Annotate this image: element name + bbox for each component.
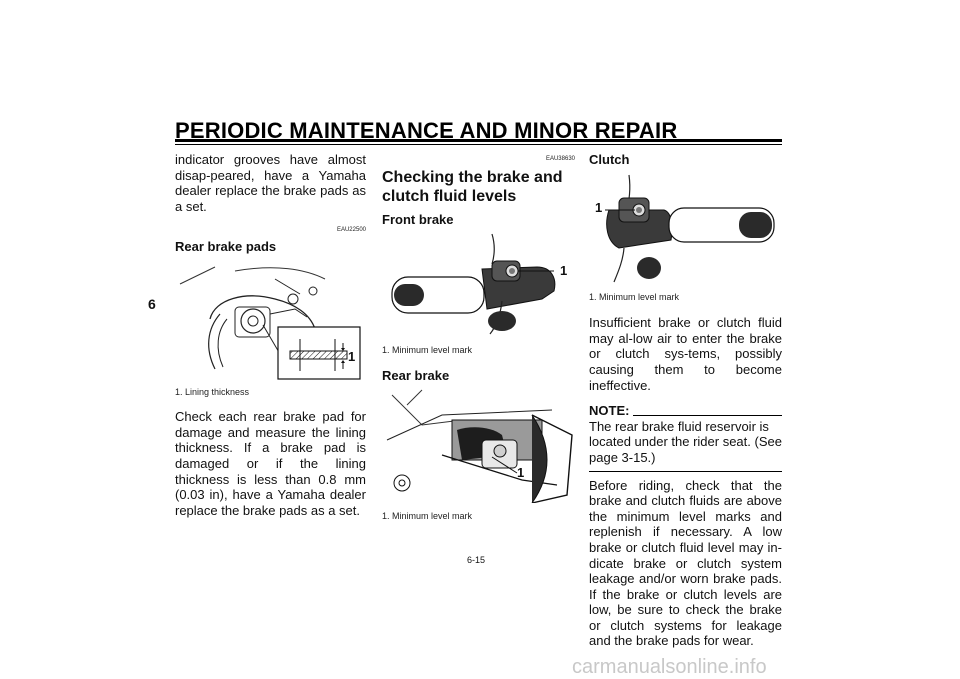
front-brake-heading: Front brake <box>382 211 454 227</box>
rear-brake-pads-figure: 1 <box>175 258 366 381</box>
column-left: indicator grooves have almost disap-pear… <box>175 152 366 518</box>
note-text: The rear brake fluid reservoir is locate… <box>589 418 782 465</box>
clutch-callout-1: 1 <box>595 199 603 215</box>
column-middle: EAU38630 Checking the brake and clutch f… <box>382 152 575 525</box>
front-brake-handlebar-illustration <box>391 234 556 335</box>
clutch-caption: 1. Minimum level mark <box>589 291 680 302</box>
page-header-title: PERIODIC MAINTENANCE AND MINOR REPAIR <box>175 118 678 143</box>
clutch-figure: 1 <box>589 169 782 288</box>
header-rule <box>175 139 782 142</box>
figure-callout-1: 1 <box>348 348 356 364</box>
front-callout-1: 1 <box>560 263 568 279</box>
front-brake-caption: 1. Minimum level mark <box>382 345 473 356</box>
clutch-body-paragraph: Insufficient brake or clutch fluid may a… <box>589 315 782 393</box>
note-header: NOTE: <box>589 403 782 419</box>
rear-brake-reservoir-illustration <box>386 390 573 504</box>
intro-paragraph: indicator grooves have almost disap-pear… <box>175 152 366 214</box>
chapter-number: 6 <box>148 296 156 312</box>
figure-caption: 1. Lining thickness <box>175 386 250 397</box>
column-right: Clutch 1 1. Minimum level mark Insuffici… <box>589 152 782 649</box>
page-number: 6-15 <box>467 555 486 565</box>
clutch-handlebar-illustration <box>605 174 775 282</box>
fluid-check-paragraph: Before riding, check that the brake and … <box>589 477 782 649</box>
rear-brake-pads-body: Check each rear brake pad for damage and… <box>175 409 366 518</box>
chapter-tab <box>145 296 167 481</box>
rear-brake-figure: 1 <box>382 385 575 504</box>
clutch-heading: Clutch <box>589 152 630 167</box>
note-label: NOTE: <box>589 403 630 419</box>
rear-callout-1: 1 <box>517 465 525 481</box>
section-code: EAU38630 <box>545 156 575 162</box>
rear-brake-caption: 1. Minimum level mark <box>382 511 473 522</box>
rear-brake-heading: Rear brake <box>382 367 450 383</box>
header-rule-thin <box>175 144 782 145</box>
front-brake-figure: 1 <box>382 229 575 340</box>
rear-brake-pads-heading: Rear brake pads <box>175 238 277 254</box>
section-code: EAU22500 <box>336 227 366 234</box>
note-end-rule <box>589 470 782 472</box>
section-title: Checking the brake and clutch fluid leve… <box>382 168 563 205</box>
note-rule <box>633 414 782 416</box>
rear-brake-caliper-illustration <box>179 266 361 380</box>
watermark-text: carmanualsonline.info <box>572 656 767 678</box>
